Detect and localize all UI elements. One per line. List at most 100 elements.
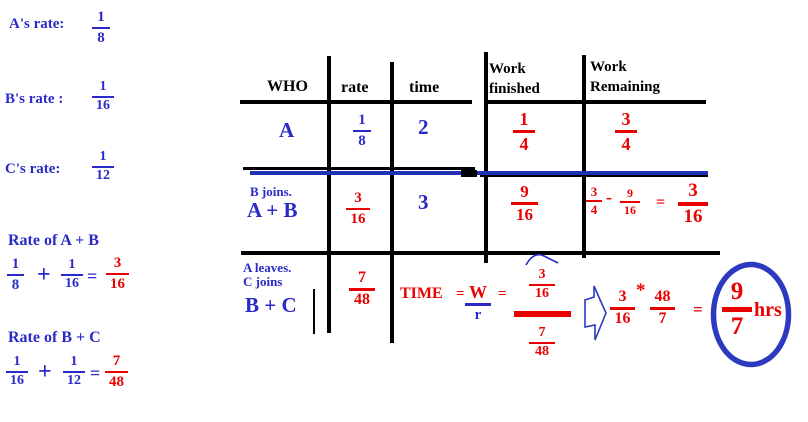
column-header-time: time: [409, 79, 440, 96]
fraction-bar: [678, 202, 708, 206]
numerator: 1: [99, 149, 107, 164]
numerator: 9: [627, 186, 633, 200]
rate-symbol: r: [474, 306, 482, 323]
fraction-bar: [6, 370, 28, 374]
denominator: 8: [358, 132, 366, 149]
rate-ab-fraction-2: 1 16: [61, 257, 83, 292]
numerator: 1: [70, 354, 78, 369]
denominator: 16: [624, 202, 636, 217]
numerator: 3: [113, 255, 122, 271]
denominator: 7: [658, 310, 667, 328]
denominator: 16: [96, 98, 110, 114]
row-a-work-remaining-fraction: 3 4: [615, 110, 637, 154]
minus-sign: -: [606, 187, 612, 207]
rate-bc-title: Rate of B + C: [8, 329, 101, 346]
numerator: 3: [688, 180, 698, 201]
equals-sign: =: [90, 363, 101, 383]
row-a-rate-fraction: 1 8: [353, 112, 371, 149]
numerator: 9: [520, 182, 529, 201]
equals-sign: =: [456, 286, 465, 302]
denominator: 16: [614, 310, 631, 328]
final-result-fraction: 9 7: [722, 278, 752, 340]
numerator: 3: [590, 184, 598, 199]
row-a-who: A: [279, 118, 295, 142]
work-symbol: W: [469, 282, 487, 302]
denominator: 4: [621, 133, 631, 154]
a-rate-fraction: 1 8: [92, 9, 110, 46]
numerator: 1: [11, 256, 20, 272]
fraction-bar: [620, 200, 640, 203]
row-ab-time: 3: [418, 190, 429, 214]
denominator: 48: [354, 291, 370, 309]
equals-sign: =: [498, 286, 507, 302]
denominator: 16: [535, 286, 549, 302]
fraction-bar: [106, 272, 129, 276]
numerator: 3: [538, 267, 546, 282]
fraction-bar: [63, 370, 85, 374]
rate-bc-fraction-1: 1 16: [6, 354, 28, 389]
c-rate-fraction: 1 12: [92, 149, 114, 184]
rate-bc-fraction-2: 1 12: [63, 354, 85, 389]
pen-squiggle-icon: [525, 253, 559, 266]
denominator: 16: [65, 276, 79, 292]
denominator: 7: [730, 312, 744, 340]
fraction-bar: [7, 273, 24, 277]
time-formula-label: TIME: [400, 285, 443, 302]
answer-ellipse-icon: [710, 261, 792, 368]
row-ab-remaining-fraction-2: 9 16: [620, 187, 640, 216]
fraction-bar: [353, 129, 371, 133]
denominator: 16: [683, 206, 703, 228]
rate-bc-result-fraction: 7 48: [105, 353, 128, 390]
a-rate-label: A's rate:: [9, 16, 65, 32]
row-a-work-finished-fraction: 1 4: [513, 110, 535, 154]
column-header-rate: rate: [341, 79, 369, 96]
stray-pen-stroke: [313, 289, 315, 334]
fraction-bar: [615, 130, 637, 134]
denominator: 4: [519, 133, 529, 154]
numerator: 9: [730, 278, 744, 305]
row-a-time: 2: [418, 115, 429, 139]
numerator: 7: [538, 325, 546, 340]
fraction-bar: [465, 303, 491, 307]
fraction-bar: [92, 95, 114, 99]
fraction-bar: [722, 307, 752, 312]
hours-unit-label: hrs: [754, 299, 782, 321]
row-bc-rate-fraction: 7 48: [349, 269, 375, 309]
denominator: 4: [590, 201, 598, 217]
fraction-bar: [92, 26, 110, 30]
equals-sign: =: [87, 266, 98, 286]
final-fraction-2: 48 7: [650, 288, 675, 328]
row-a-bottom-line: [243, 167, 475, 170]
numerator: 1: [99, 79, 107, 94]
table-column-divider-rate-time: [390, 62, 394, 343]
fraction-bar: [92, 165, 114, 169]
numerator: 1: [97, 9, 105, 25]
plus-sign: +: [38, 359, 52, 385]
denominator: 48: [109, 373, 124, 390]
fraction-bar: [511, 202, 538, 206]
rate-ab-title: Rate of A + B: [8, 232, 99, 249]
header-underline-left: [240, 100, 472, 104]
fraction-bar: [349, 288, 375, 291]
numerator: 1: [358, 112, 366, 128]
denominator: 48: [535, 344, 549, 360]
denominator: 8: [97, 29, 105, 46]
b-rate-fraction: 1 16: [92, 79, 114, 114]
numerator: 3: [354, 190, 362, 206]
complex-fraction-numerator: 3 16: [529, 267, 555, 302]
row-a-bottom-line-right: [480, 175, 708, 177]
numerator: 1: [13, 354, 21, 369]
fraction-bar: [586, 199, 602, 202]
c-rate-label: C's rate:: [5, 161, 61, 177]
final-fraction-1: 3 16: [610, 288, 635, 328]
column-header-work-finished: Work finished: [489, 61, 540, 98]
arrow-right-icon: [584, 285, 607, 341]
table-column-divider-time-finished: [484, 52, 488, 263]
fraction-bar: [529, 341, 555, 345]
fraction-bar: [61, 273, 83, 277]
denominator: 16: [350, 210, 366, 227]
column-header-who: WHO: [267, 78, 308, 95]
denominator: 12: [67, 373, 81, 389]
header-underline-right: [485, 100, 706, 104]
fraction-bar: [610, 307, 635, 310]
